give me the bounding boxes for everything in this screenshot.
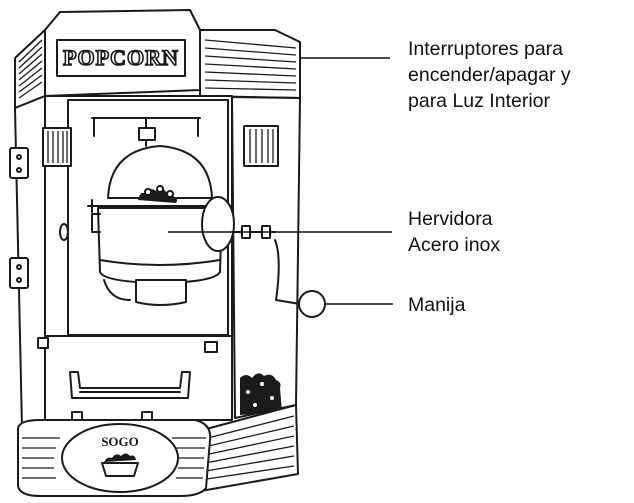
machine-base: SOGO [17, 404, 299, 497]
right-vent-lines [204, 39, 297, 91]
body-vents [42, 125, 279, 167]
callout-kettle: Hervidora Acero inox [408, 208, 501, 256]
callout-handle: Manija [408, 294, 466, 316]
callout-leader-lines [168, 57, 393, 305]
kettle [87, 117, 276, 306]
door-hinges [9, 147, 69, 289]
machine-top-hood: POPCORN [14, 9, 301, 109]
left-vent-lines [18, 39, 43, 99]
base-logo-text: SOGO [101, 434, 139, 449]
callout-switches: Interruptores para encender/apagar y par… [408, 38, 571, 112]
front-base-lines [22, 437, 206, 479]
popcorn-bowl-icon [101, 453, 139, 477]
lower-cabinet [37, 335, 282, 423]
machine-sign-text: POPCORN [63, 45, 179, 70]
base-vent-lines [199, 415, 295, 481]
crank-handle [274, 239, 326, 318]
